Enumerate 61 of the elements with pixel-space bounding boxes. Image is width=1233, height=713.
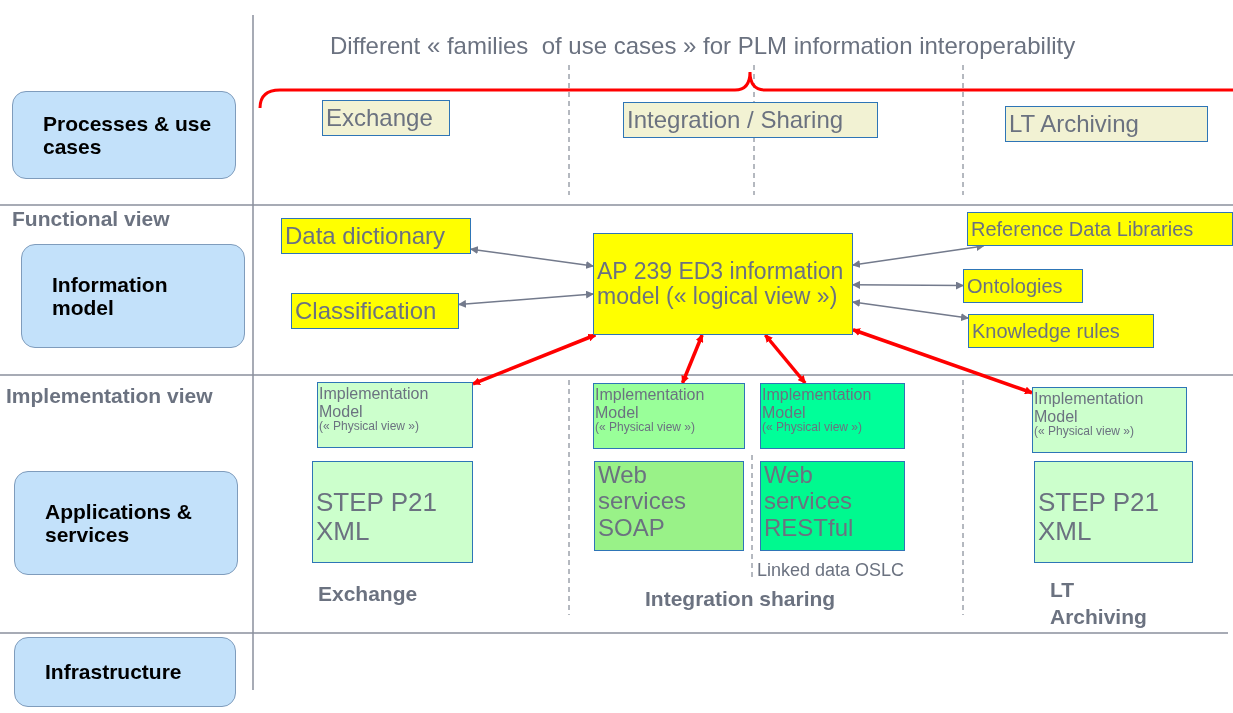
arrow (472, 333, 597, 386)
box-text: AP 239 ED3 information model (« logical view ») (597, 258, 845, 310)
layer-label (21, 244, 245, 348)
arrow (458, 290, 594, 308)
box-text: Web services SOAP (598, 462, 688, 542)
box-text: STEP P21 XML (1038, 488, 1160, 546)
model-box (1032, 387, 1187, 453)
box-subtext: (« Physical view ») (762, 421, 864, 435)
arrow (852, 328, 1033, 395)
box-text: LT Archiving (1009, 110, 1140, 138)
application-box (594, 461, 744, 551)
box-text: Integration / Sharing (627, 106, 845, 134)
use-case-box (623, 102, 878, 138)
use-case-box (1005, 106, 1208, 142)
layer-label (14, 471, 238, 575)
section-label: Implementation view (6, 383, 214, 409)
box-text: Implementation Model (595, 386, 706, 422)
section-label: Functional view (12, 206, 171, 232)
box-text: Implementation Model (319, 385, 430, 421)
box-subtext: (« Physical view ») (595, 421, 697, 435)
box-text: Applications & services (45, 499, 193, 547)
box-text: Implementation Model (762, 386, 873, 422)
model-box (593, 233, 853, 335)
box-text: Exchange (326, 104, 434, 132)
node-caption: Linked data OSLC (757, 560, 905, 581)
section-label: Integration sharing (645, 586, 837, 612)
arrow (470, 246, 594, 269)
application-box (760, 461, 905, 551)
application-box (1034, 461, 1193, 563)
model-box (963, 269, 1083, 303)
box-text: Infrastructure (45, 660, 183, 684)
arrow (852, 280, 964, 290)
box-text: Information model (52, 272, 169, 320)
model-box (593, 383, 745, 449)
box-text: STEP P21 XML (316, 488, 438, 546)
layer-label (14, 637, 236, 707)
box-text: Data dictionary (285, 222, 447, 250)
model-box (281, 218, 471, 254)
box-text: Implementation Model (1034, 390, 1145, 426)
use-case-box (322, 100, 450, 136)
box-subtext: (« Physical view ») (1034, 425, 1136, 439)
section-label: LT Archiving (1050, 577, 1148, 631)
layer-label (12, 91, 236, 179)
box-subtext: (« Physical view ») (319, 420, 421, 434)
arrow (763, 333, 807, 385)
arrow (852, 299, 969, 322)
box-text: Processes & use cases (43, 111, 213, 159)
model-box (317, 382, 473, 448)
model-box (968, 314, 1154, 348)
box-text: Classification (295, 297, 438, 325)
box-text: Web services RESTful (764, 462, 855, 542)
model-box (291, 293, 459, 329)
box-text: Reference Data Libraries (971, 218, 1195, 240)
model-box (967, 212, 1233, 246)
application-box (312, 461, 473, 563)
arrow (680, 334, 704, 384)
box-text: Knowledge rules (972, 320, 1121, 342)
diagram-title: Different « families of use cases » for PLM information interoperability (330, 32, 1076, 60)
model-box (760, 383, 905, 449)
box-text: Ontologies (967, 275, 1064, 297)
section-label: Exchange (318, 581, 419, 607)
